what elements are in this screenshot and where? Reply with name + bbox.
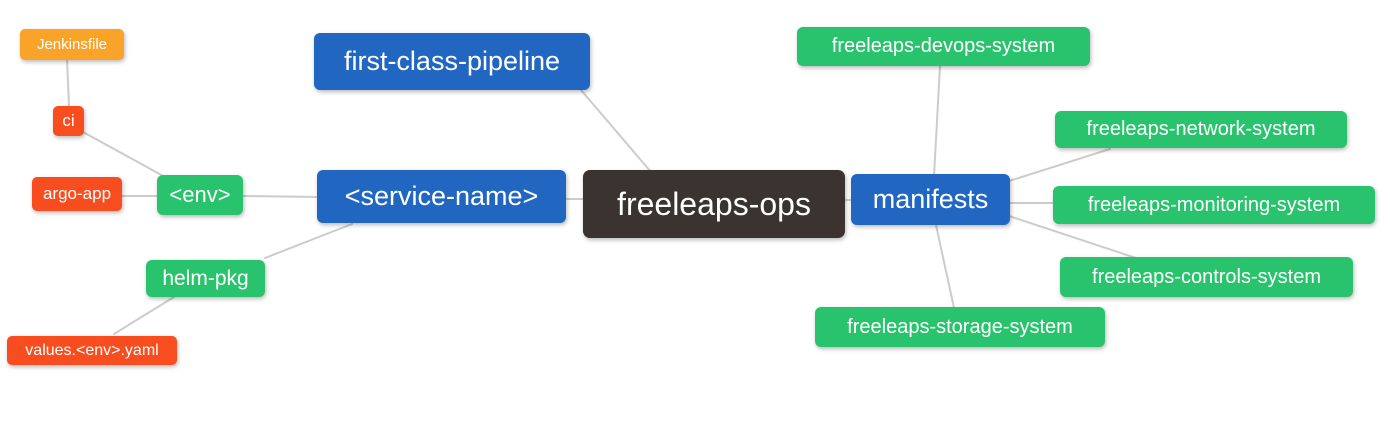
node-values-env-yaml[interactable]: values.<env>.yaml <box>7 336 177 365</box>
edge-first-class-pipeline-root <box>580 89 652 173</box>
edge-service-name-helm-pkg <box>264 223 353 259</box>
node-manifests[interactable]: manifests <box>851 174 1010 225</box>
node-freeleaps-controls-system[interactable]: freeleaps-controls-system <box>1060 257 1353 297</box>
edge-env-service-name <box>242 195 319 198</box>
node-freeleaps-network-system[interactable]: freeleaps-network-system <box>1055 111 1347 148</box>
node-helm-pkg[interactable]: helm-pkg <box>146 260 265 297</box>
edge-manifests-controls <box>1008 215 1137 259</box>
node-freeleaps-storage-system[interactable]: freeleaps-storage-system <box>815 307 1105 347</box>
node-env[interactable]: <env> <box>157 175 243 215</box>
node-first-class-pipeline[interactable]: first-class-pipeline <box>314 33 590 90</box>
edge-manifests-network <box>1008 148 1111 182</box>
node-service-name[interactable]: <service-name> <box>317 170 566 223</box>
node-jenkinsfile[interactable]: Jenkinsfile <box>20 29 124 60</box>
node-freeleaps-devops-system[interactable]: freeleaps-devops-system <box>797 27 1090 66</box>
node-freeleaps-ops-root[interactable]: freeleaps-ops <box>583 170 845 238</box>
node-ci[interactable]: ci <box>53 106 84 136</box>
node-argo-app[interactable]: argo-app <box>32 177 122 211</box>
edge-jenkinsfile-ci <box>66 58 70 108</box>
edge-manifests-devops <box>933 65 941 177</box>
node-freeleaps-monitoring-system[interactable]: freeleaps-monitoring-system <box>1053 186 1375 224</box>
edge-ci-env <box>82 131 166 178</box>
edge-manifests-storage <box>935 224 955 309</box>
edge-helm-pkg-values <box>113 296 175 335</box>
